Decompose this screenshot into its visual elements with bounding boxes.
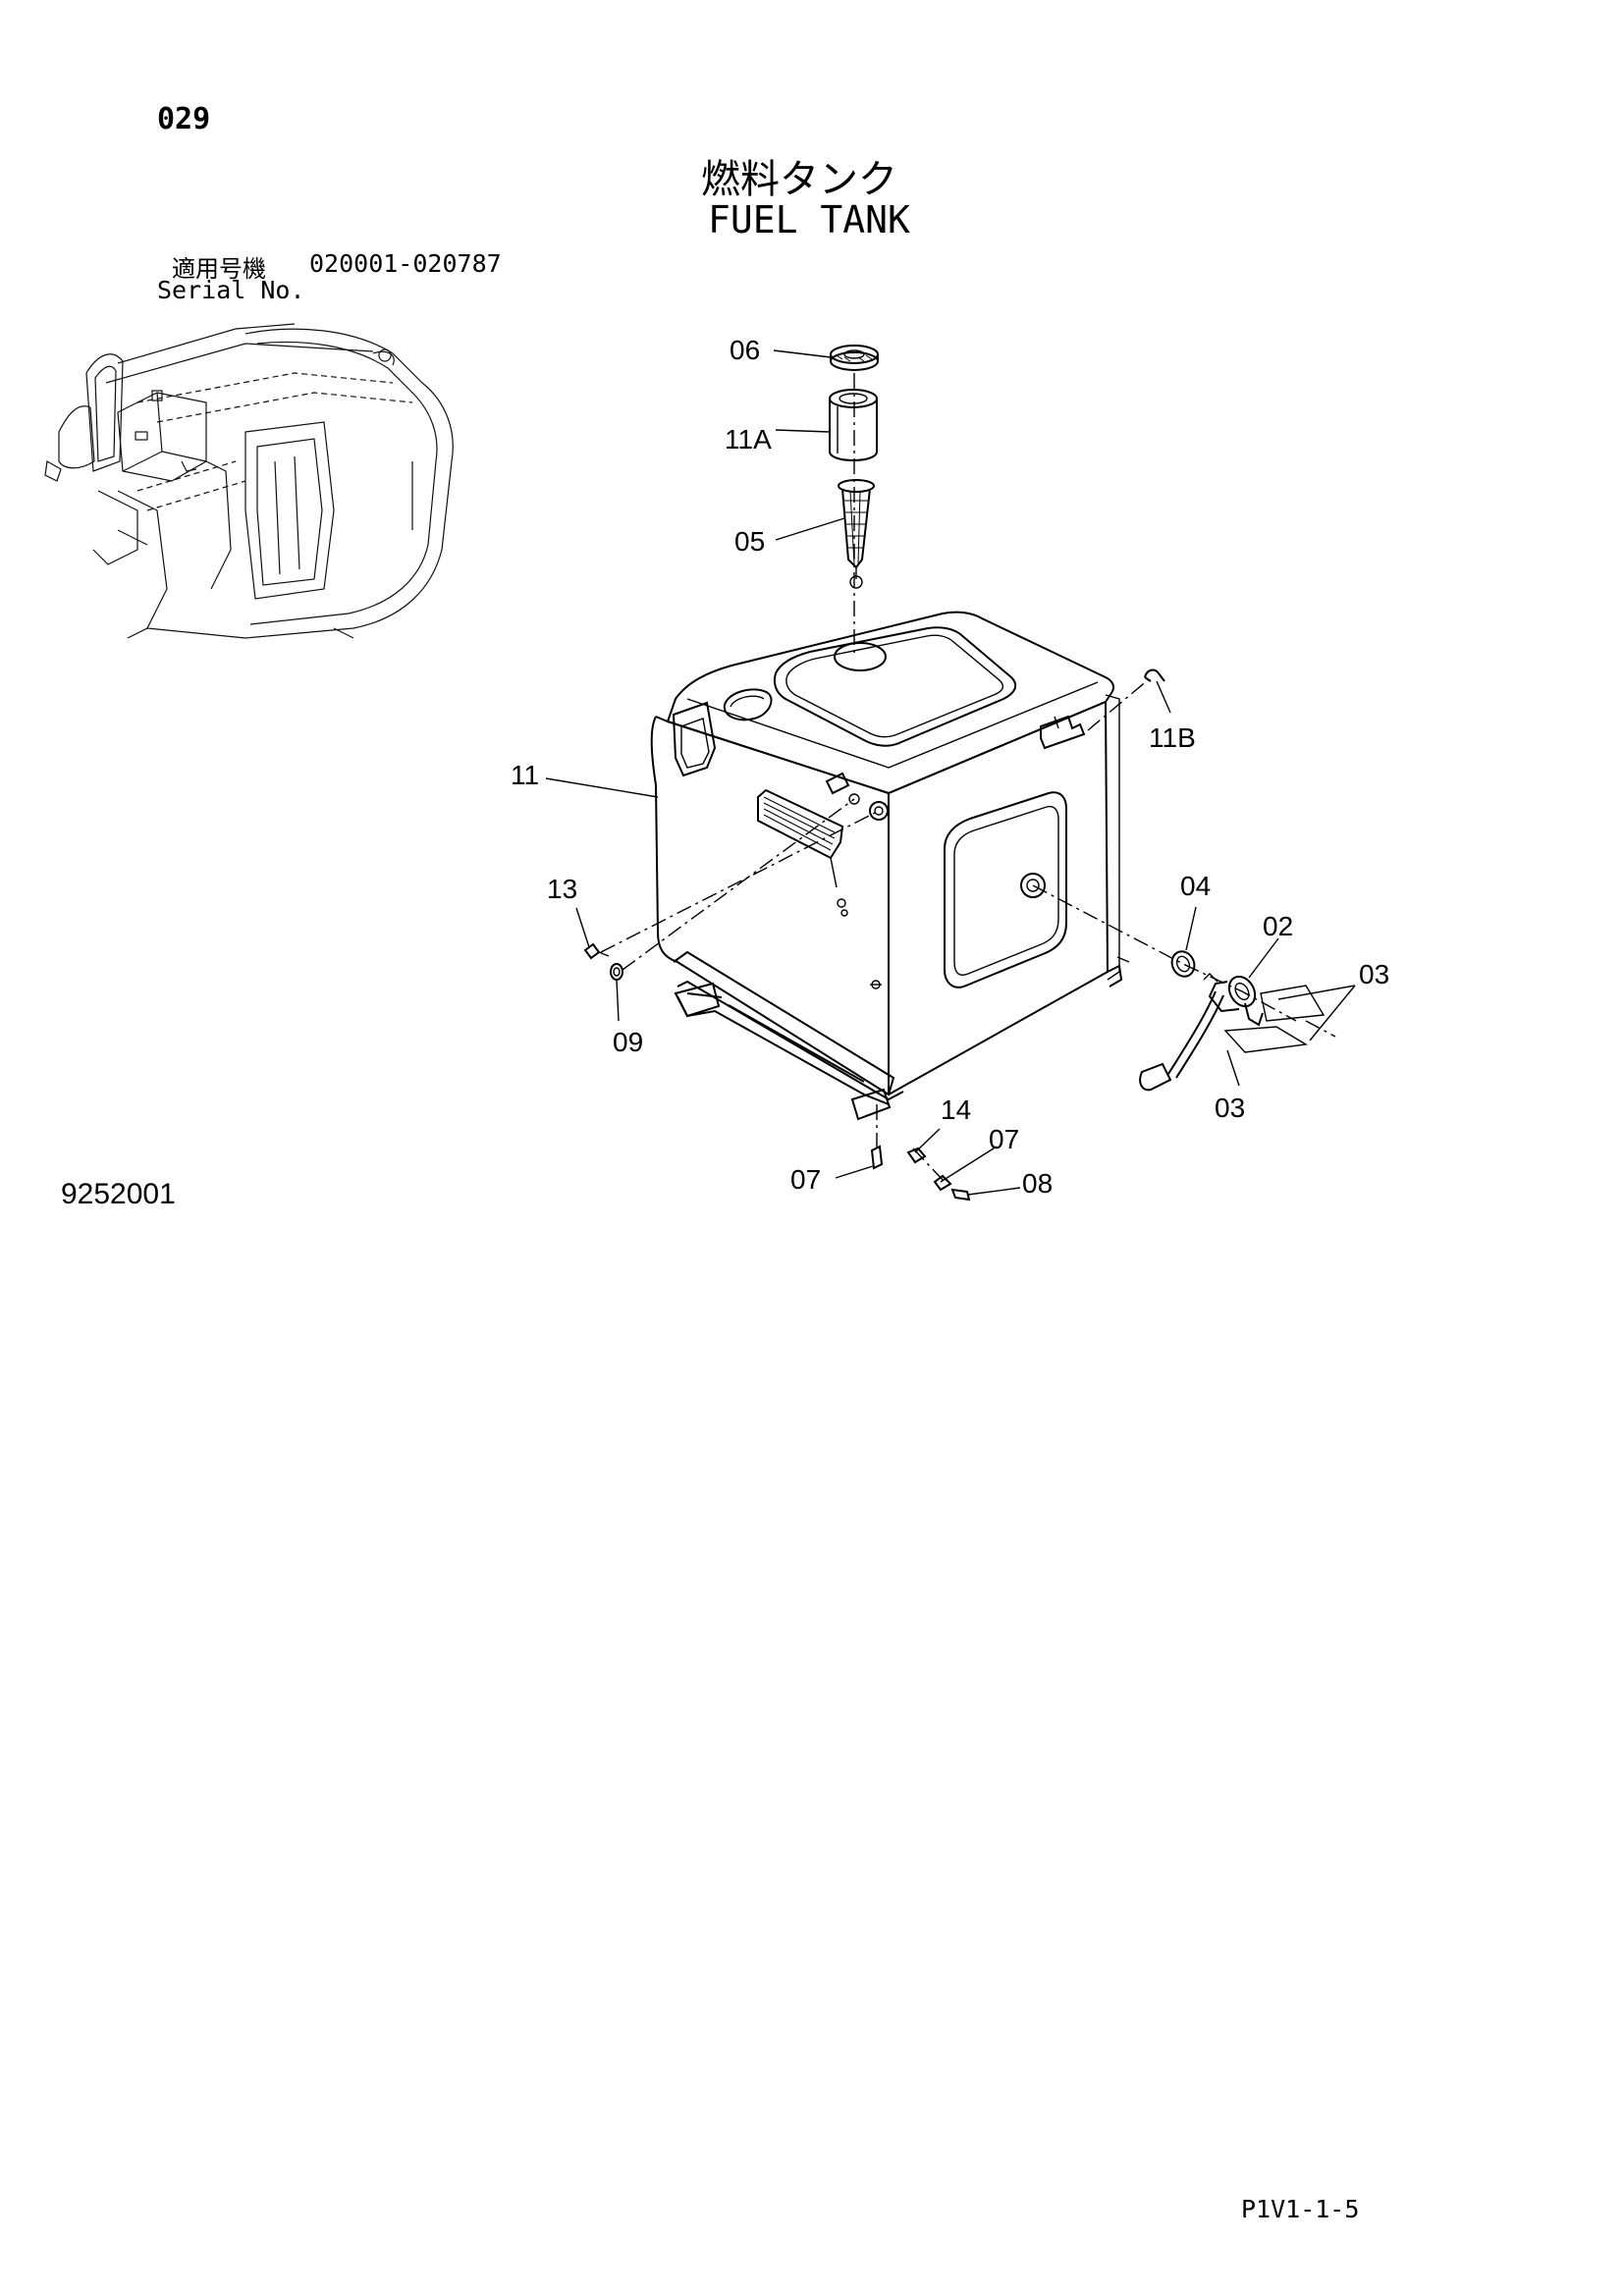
page-number: 029 bbox=[157, 102, 211, 136]
callout-05: 05 bbox=[734, 526, 765, 557]
callout-09: 09 bbox=[613, 1027, 643, 1057]
callout-11a: 11A bbox=[725, 424, 772, 454]
callout-03-lower: 03 bbox=[1215, 1093, 1245, 1123]
callout-06: 06 bbox=[730, 335, 760, 365]
callout-labels: 06 11A 05 11B 11 13 09 04 02 03 03 14 07… bbox=[511, 335, 1389, 1199]
serial-label-english: Serial No. bbox=[157, 276, 305, 304]
page-title-japanese: 燃料タンク bbox=[701, 157, 897, 202]
callout-14: 14 bbox=[941, 1095, 971, 1125]
serial-label-japanese: 適用号機 bbox=[172, 255, 266, 283]
callout-13: 13 bbox=[547, 874, 577, 904]
callout-03-upper: 03 bbox=[1359, 959, 1389, 989]
leader-lines bbox=[545, 349, 1356, 1196]
callout-02: 02 bbox=[1263, 911, 1293, 941]
drawing-number: 9252001 bbox=[61, 1178, 176, 1210]
axis-lines bbox=[600, 373, 1336, 1183]
machine-location-view bbox=[44, 323, 454, 639]
callout-08: 08 bbox=[1022, 1168, 1053, 1199]
serial-range: 020001-020787 bbox=[309, 249, 502, 278]
callout-11: 11 bbox=[511, 760, 539, 790]
page-title-english: FUEL TANK bbox=[708, 198, 910, 241]
drain-fittings bbox=[1139, 950, 1326, 1092]
callout-07-right: 07 bbox=[989, 1124, 1019, 1154]
callout-11b: 11B bbox=[1149, 722, 1196, 753]
fuel-tank-body bbox=[650, 611, 1130, 1121]
filler-cap-assembly bbox=[829, 345, 879, 589]
document-code: P1V1-1-5 bbox=[1241, 2195, 1360, 2223]
small-hardware bbox=[583, 668, 1165, 1201]
callout-07-left: 07 bbox=[790, 1164, 821, 1195]
callout-04: 04 bbox=[1180, 871, 1211, 901]
